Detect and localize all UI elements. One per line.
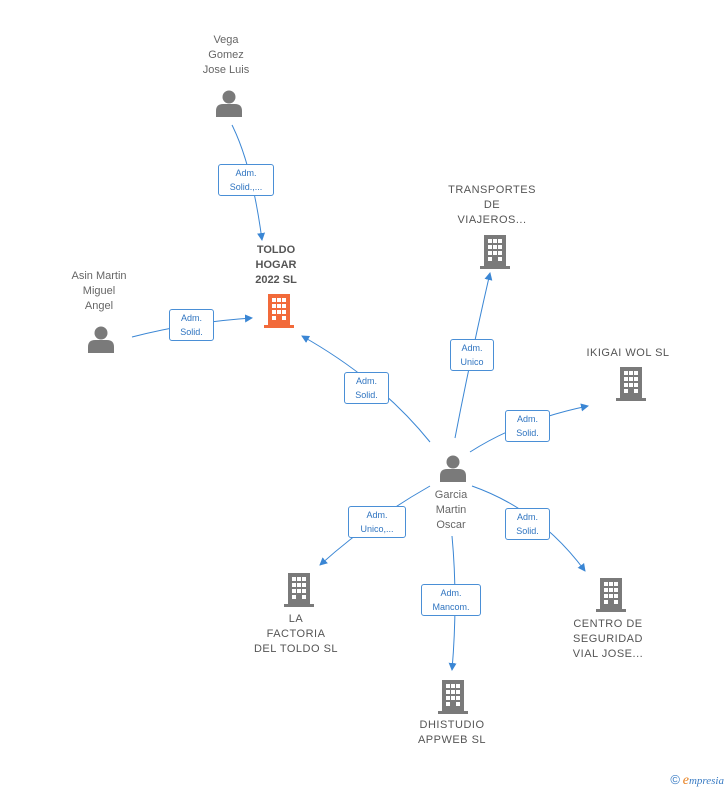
node-vega-label[interactable]: Vega Gomez Jose Luis <box>186 33 266 78</box>
vega-person-icon[interactable] <box>216 90 242 118</box>
edge-label-garcia-ikigai[interactable]: Adm. Solid. <box>505 410 550 442</box>
centro-building-icon[interactable] <box>596 578 626 612</box>
edge-label-line: Mancom. <box>432 602 470 612</box>
copyright-icon: © <box>670 772 680 787</box>
edge-label-line: Adm. <box>366 510 388 520</box>
node-asin-line-3: Angel <box>84 300 114 312</box>
edge-label-line: Adm. <box>461 343 483 353</box>
node-factoria-line-2: FACTORIA <box>266 628 326 640</box>
edge-label-line: Adm. <box>355 376 377 386</box>
factoria-building-icon[interactable] <box>284 573 314 607</box>
edge-label-line: Adm. <box>235 168 257 178</box>
edge-label-line: Solid. <box>516 428 539 438</box>
node-garcia-line-3: Oscar <box>436 519 466 531</box>
node-vega-line-1: Vega <box>213 34 239 46</box>
node-transportes-label[interactable]: TRANSPORTES DE VIAJEROS... <box>436 183 548 228</box>
node-dhistudio-label[interactable]: DHISTUDIO APPWEB SL <box>396 718 508 748</box>
node-asin-line-2: Miguel <box>82 285 116 297</box>
node-garcia-line-2: Martin <box>435 504 467 516</box>
edge-label-asin-toldo[interactable]: Adm. Solid. <box>169 309 214 341</box>
node-centro-line-2: SEGURIDAD <box>573 633 643 645</box>
node-centro-label[interactable]: CENTRO DE SEGURIDAD VIAL JOSE... <box>552 617 664 662</box>
edge-label-vega-toldo[interactable]: Adm. Solid.,... <box>218 164 274 196</box>
node-transportes-line-2: DE <box>483 199 501 211</box>
node-vega-line-3: Jose Luis <box>202 64 250 76</box>
edge-label-line: Adm. <box>180 313 202 323</box>
node-factoria-label[interactable]: LA FACTORIA DEL TOLDO SL <box>240 612 352 657</box>
brand-logo-text: mpresia <box>688 775 724 787</box>
edge-label-line: Solid. <box>516 526 539 536</box>
node-garcia-line-1: Garcia <box>434 489 468 501</box>
node-ikigai-line-1: IKIGAI WOL SL <box>586 347 670 359</box>
edge-label-garcia-dhistudio[interactable]: Adm. Mancom. <box>421 584 481 616</box>
edge-label-line: Adm. <box>440 588 462 598</box>
edge-label-garcia-transportes[interactable]: Adm. Unico <box>450 339 494 371</box>
node-centro-line-1: CENTRO DE <box>573 618 643 630</box>
edge-label-garcia-centro[interactable]: Adm. Solid. <box>505 508 550 540</box>
node-toldo-line-3: 2022 SL <box>255 274 297 286</box>
edge-label-line: Solid.,... <box>229 182 263 192</box>
node-ikigai-label[interactable]: IKIGAI WOL SL <box>572 346 684 361</box>
node-transportes-line-3: VIAJEROS... <box>457 214 527 226</box>
node-vega-line-2: Gomez <box>208 49 244 61</box>
edge-label-line: Adm. <box>516 414 538 424</box>
node-factoria-line-3: DEL TOLDO SL <box>253 643 339 655</box>
edge-label-line: Solid. <box>180 327 203 337</box>
asin-person-icon[interactable] <box>88 326 114 354</box>
node-garcia-label[interactable]: Garcia Martin Oscar <box>411 488 491 533</box>
node-factoria-line-1: LA <box>288 613 304 625</box>
ikigai-building-icon[interactable] <box>616 367 646 401</box>
node-toldo-line-1: TOLDO <box>256 244 296 256</box>
node-asin-label[interactable]: Asin Martin Miguel Angel <box>54 269 144 314</box>
node-toldo-label[interactable]: TOLDO HOGAR 2022 SL <box>236 243 316 288</box>
edge-label-line: Solid. <box>355 390 378 400</box>
edge-label-garcia-factoria[interactable]: Adm. Unico,... <box>348 506 406 538</box>
edge-label-line: Adm. <box>516 512 538 522</box>
node-dhistudio-line-1: DHISTUDIO <box>419 719 485 731</box>
node-dhistudio-line-2: APPWEB SL <box>417 734 487 746</box>
edge-label-line: Unico <box>460 357 484 367</box>
brand-logo-e: e <box>682 773 689 788</box>
node-toldo-line-2: HOGAR <box>255 259 297 271</box>
node-asin-line-1: Asin Martin <box>71 270 127 282</box>
toldo-building-icon[interactable] <box>264 294 294 328</box>
garcia-person-icon[interactable] <box>440 455 466 483</box>
edge-label-line: Unico,... <box>360 524 394 534</box>
node-transportes-line-1: TRANSPORTES <box>448 184 536 196</box>
node-centro-line-3: VIAL JOSE... <box>572 648 644 660</box>
transportes-building-icon[interactable] <box>480 235 510 269</box>
footer-brand[interactable]: © empresia <box>670 772 724 789</box>
edge-label-garcia-toldo[interactable]: Adm. Solid. <box>344 372 389 404</box>
dhistudio-building-icon[interactable] <box>438 680 468 714</box>
